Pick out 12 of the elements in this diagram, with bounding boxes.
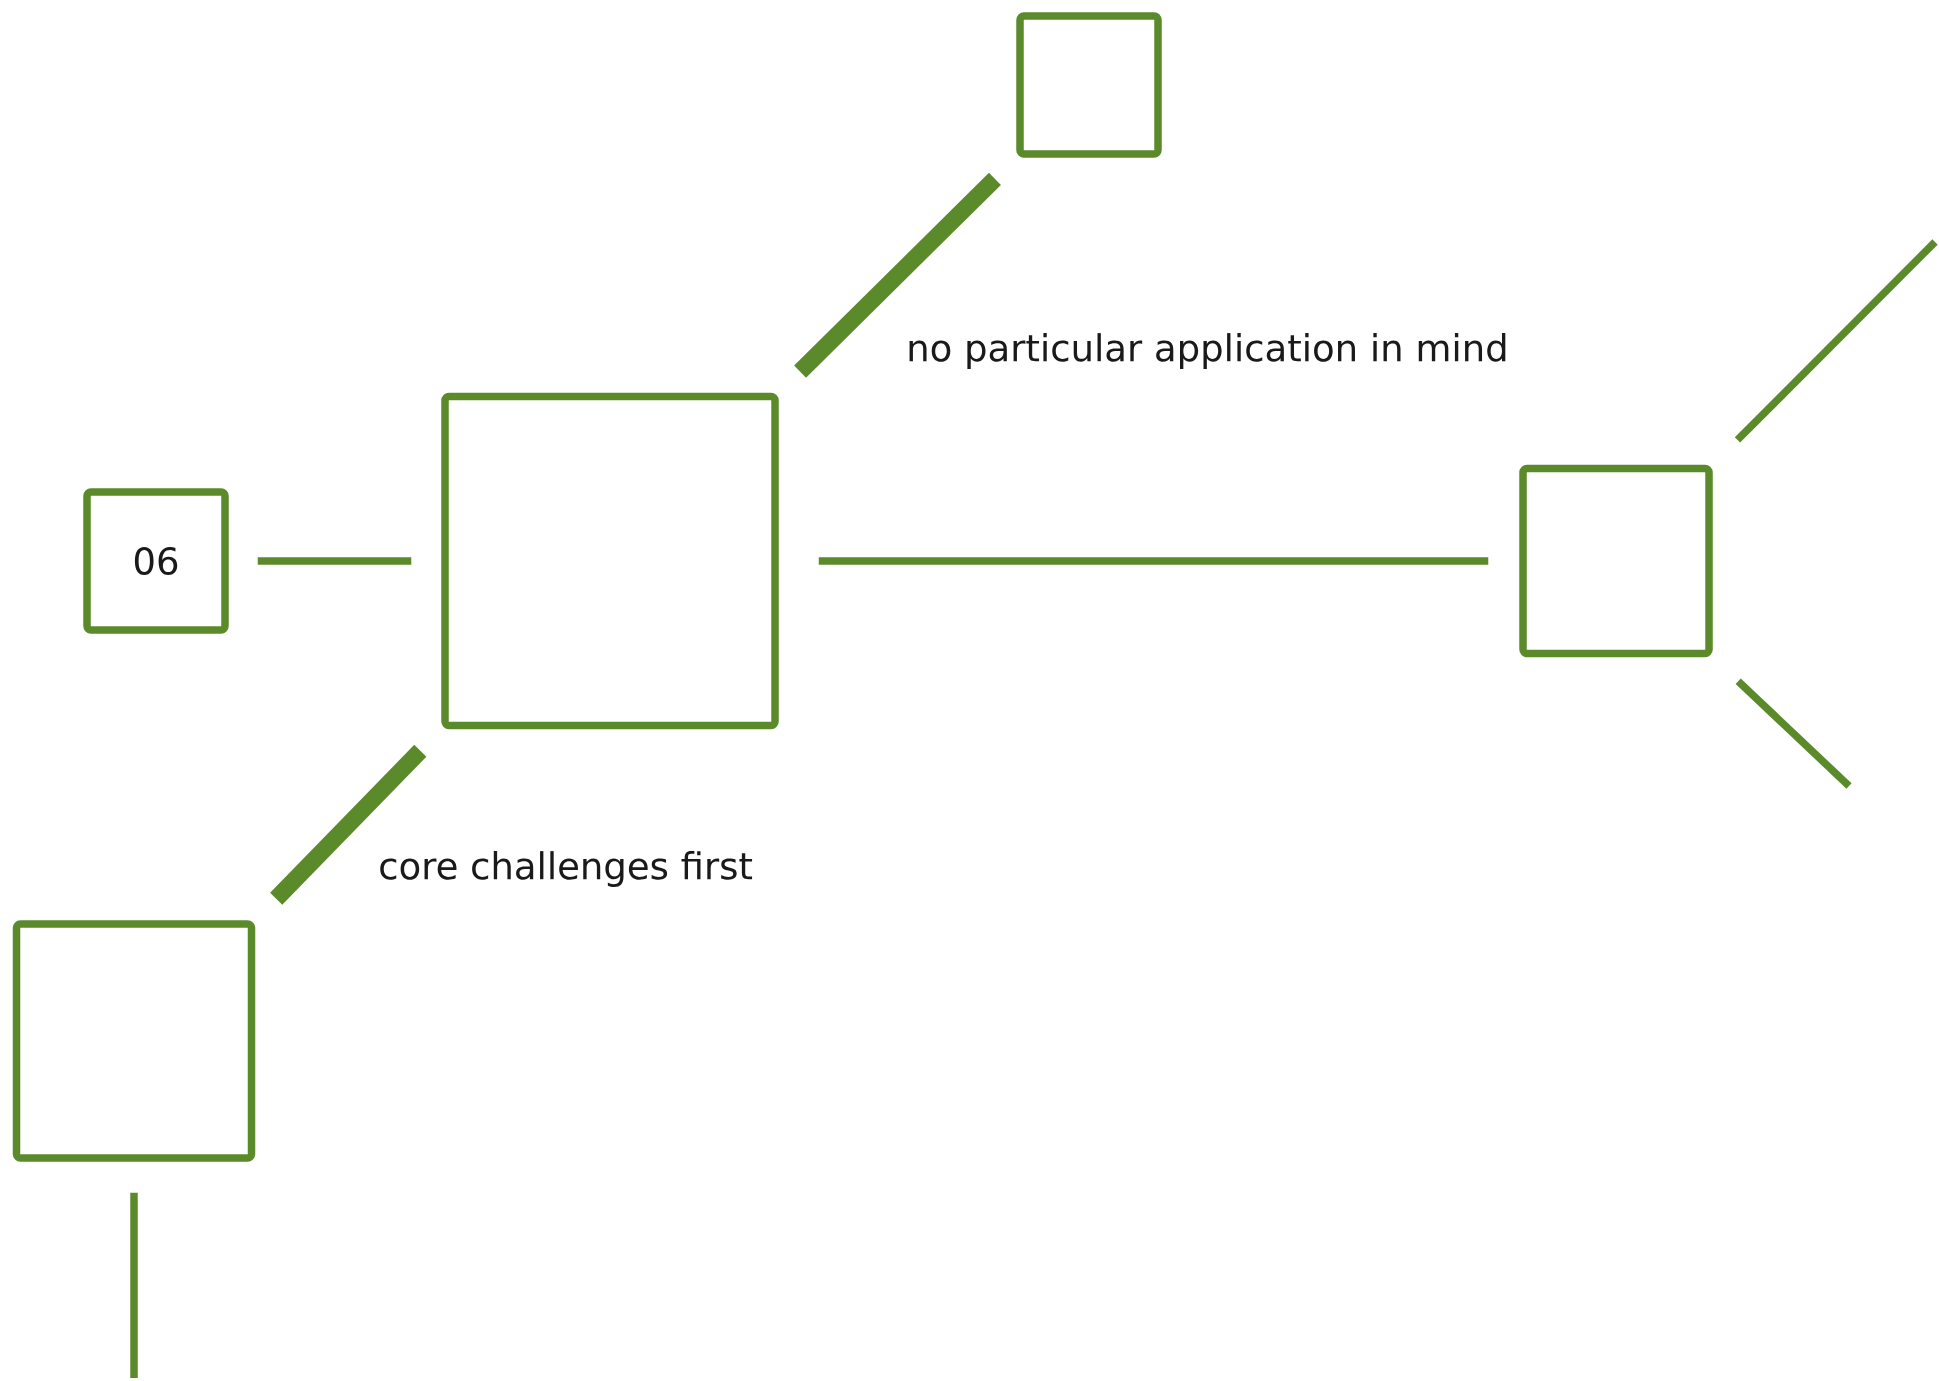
- empty-box: [1519, 464, 1713, 658]
- connector-line: [130, 1192, 138, 1378]
- edge-label: no particular application in mind: [904, 331, 1511, 371]
- empty-box: [12, 920, 256, 1162]
- empty-box: [441, 392, 779, 730]
- number-box: 06: [83, 488, 229, 634]
- edge-label: core challenges first: [376, 849, 755, 889]
- empty-box: [1016, 12, 1162, 158]
- connector-line: [794, 172, 1001, 378]
- connector-line: [1734, 239, 1938, 443]
- connector-line: [270, 744, 427, 905]
- connector-line: [1735, 678, 1852, 789]
